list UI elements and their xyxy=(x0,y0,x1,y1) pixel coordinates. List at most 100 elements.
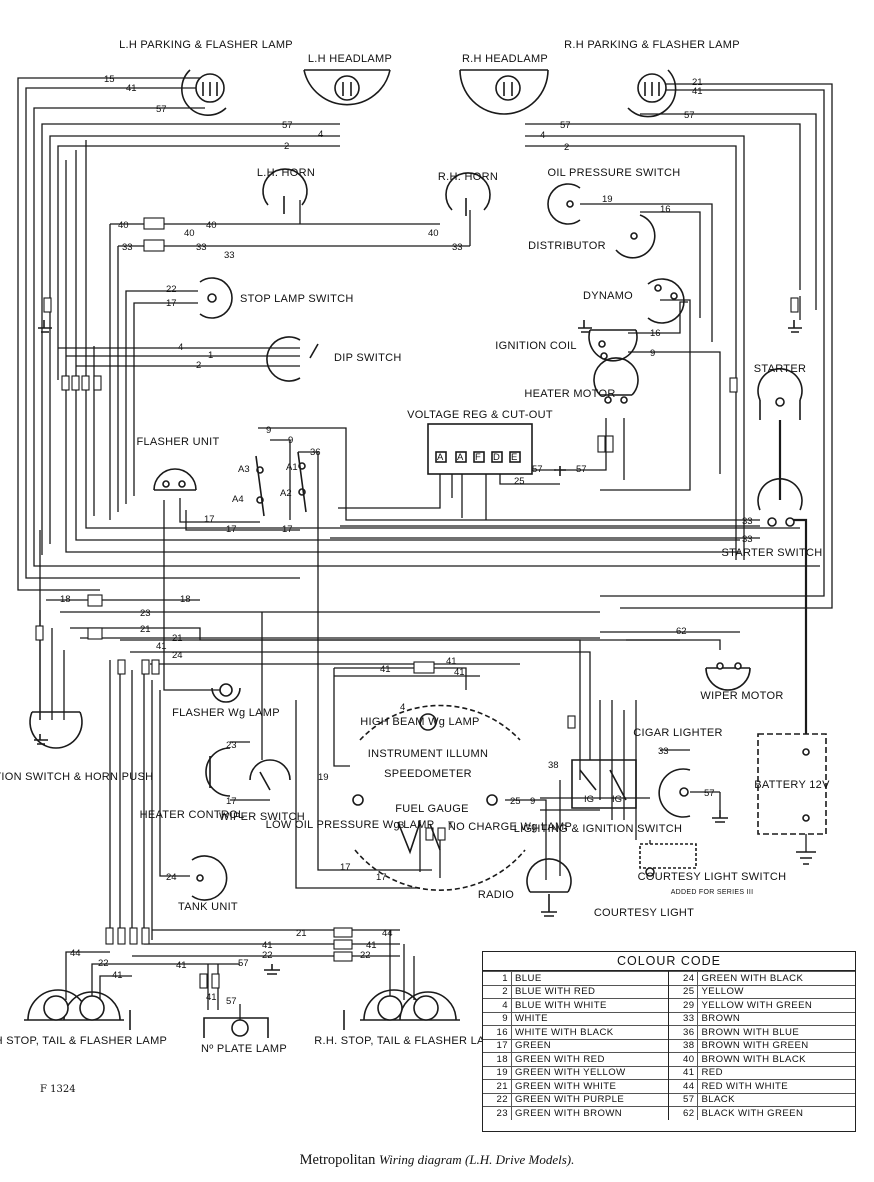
lh-parking-flasher-lamp xyxy=(181,69,227,116)
flasher-relay-terminals xyxy=(255,451,307,517)
svg-text:2: 2 xyxy=(564,142,569,153)
wiper-switch xyxy=(249,759,291,791)
terminal-a1: A1 xyxy=(286,462,298,473)
svg-text:41: 41 xyxy=(262,940,273,951)
battery-earth xyxy=(796,851,816,865)
svg-text:17: 17 xyxy=(226,796,237,807)
colour-code-name: BLUE WITH RED xyxy=(511,984,670,999)
svg-text:18: 18 xyxy=(60,594,71,605)
starter-switch xyxy=(757,478,803,527)
component-labels: L.H PARKING & FLASHER LAMP L.H HEADLAMP … xyxy=(0,39,830,1055)
dynamo xyxy=(647,278,685,324)
svg-text:4: 4 xyxy=(540,130,545,141)
svg-text:21: 21 xyxy=(172,633,183,644)
colour-code-name: BROWN WITH GREEN xyxy=(697,1038,855,1053)
svg-text:40: 40 xyxy=(184,228,195,239)
rh-horn xyxy=(445,172,491,216)
label-courtesy-switch: COURTESY LIGHT SWITCH xyxy=(638,871,787,883)
svg-text:4: 4 xyxy=(318,129,323,140)
svg-text:4: 4 xyxy=(400,702,405,713)
label-lh-stop-tail: L.H STOP, TAIL & FLASHER LAMP xyxy=(0,1035,167,1047)
instrument-panel xyxy=(352,704,526,891)
colour-code-number: 22 xyxy=(483,1092,512,1107)
radio xyxy=(526,858,572,917)
svg-text:33: 33 xyxy=(196,242,207,253)
svg-text:17: 17 xyxy=(204,514,215,525)
colour-code-title: COLOUR CODE xyxy=(483,952,855,971)
colour-code-name: GREEN WITH BLACK xyxy=(697,971,855,985)
terminal-a2: A2 xyxy=(280,488,292,499)
label-rh-parking: R.H PARKING & FLASHER LAMP xyxy=(564,39,740,51)
svg-text:16: 16 xyxy=(650,328,661,339)
svg-text:16: 16 xyxy=(660,204,671,215)
svg-text:57: 57 xyxy=(576,464,587,475)
svg-text:9: 9 xyxy=(266,425,271,436)
colour-code-name: GREEN WITH WHITE xyxy=(511,1079,670,1093)
colour-code-number: 29 xyxy=(668,998,699,1012)
label-ignition-coil: IGNITION COIL xyxy=(495,340,577,352)
svg-text:57: 57 xyxy=(238,958,249,969)
colour-code-name: GREEN WITH PURPLE xyxy=(511,1092,670,1107)
svg-text:41: 41 xyxy=(692,86,703,97)
svg-text:24: 24 xyxy=(172,650,183,661)
label-lighting-ignition: LIGHTING & IGNITION SWITCH xyxy=(514,823,683,835)
label-rh-stop-tail: R.H. STOP, TAIL & FLASHER LAMP xyxy=(314,1035,502,1047)
cigar-earth xyxy=(712,810,728,823)
svg-text:36: 36 xyxy=(310,447,321,458)
label-high-beam: HIGH BEAM Wg LAMP xyxy=(360,716,479,728)
terminal-ig2: IG xyxy=(612,794,622,805)
svg-text:40: 40 xyxy=(118,220,129,231)
lh-headlamp xyxy=(303,69,391,106)
svg-text:22: 22 xyxy=(98,958,109,969)
svg-text:41: 41 xyxy=(380,664,391,675)
svg-text:33: 33 xyxy=(742,534,753,545)
svg-text:38: 38 xyxy=(548,760,559,771)
terminal-reg-2: A xyxy=(457,452,464,463)
colour-code-number: 19 xyxy=(483,1065,512,1080)
label-lh-horn: L.H. HORN xyxy=(257,167,315,179)
label-wiper-motor: WIPER MOTOR xyxy=(700,690,783,702)
lh-horn xyxy=(262,168,308,214)
terminal-reg-1: A xyxy=(437,452,444,463)
colour-code-number: 25 xyxy=(668,984,699,999)
svg-text:22: 22 xyxy=(360,950,371,961)
distributor xyxy=(615,214,656,259)
svg-text:57: 57 xyxy=(684,110,695,121)
label-cigar-lighter: CIGAR LIGHTER xyxy=(633,727,722,739)
svg-text:41: 41 xyxy=(112,970,123,981)
svg-text:2: 2 xyxy=(196,360,201,371)
svg-text:17: 17 xyxy=(166,298,177,309)
figure-caption: Metropolitan Wiring diagram (L.H. Drive … xyxy=(0,1152,874,1169)
svg-text:1: 1 xyxy=(208,350,213,361)
flasher-warning-lamp xyxy=(211,683,241,703)
colour-code-number: 16 xyxy=(483,1025,512,1039)
wire-numbers: 15 41 57 57 4 2 21 41 57 57 4 2 40 40 40… xyxy=(60,74,753,1007)
svg-text:17: 17 xyxy=(340,862,351,873)
svg-text:17: 17 xyxy=(282,524,293,535)
svg-text:41: 41 xyxy=(156,641,167,652)
label-low-oil: LOW OIL PRESSURE Wg LAMP xyxy=(266,819,435,831)
terminal-ig: IG xyxy=(584,794,594,805)
colour-code-number: 18 xyxy=(483,1052,512,1066)
label-oil-pressure-switch: OIL PRESSURE SWITCH xyxy=(547,167,680,179)
label-tank-unit: TANK UNIT xyxy=(178,901,238,913)
svg-text:33: 33 xyxy=(658,746,669,757)
svg-text:25: 25 xyxy=(510,796,521,807)
label-flasher-wlamp: FLASHER Wg LAMP xyxy=(172,707,280,719)
colour-code-number: 62 xyxy=(668,1106,699,1120)
colour-code-number: 1 xyxy=(483,971,512,985)
svg-text:33: 33 xyxy=(122,242,133,253)
svg-text:33: 33 xyxy=(224,250,235,261)
svg-text:15: 15 xyxy=(104,74,115,85)
battery xyxy=(757,733,827,835)
colour-code-number: 23 xyxy=(483,1106,512,1120)
terminal-reg-5: E xyxy=(511,452,517,463)
colour-code-number: 2 xyxy=(483,984,512,999)
lighting-ignition-switch xyxy=(571,759,637,809)
svg-text:44: 44 xyxy=(70,948,81,959)
figure-reference: F 1324 xyxy=(40,1084,76,1095)
svg-text:40: 40 xyxy=(428,228,439,239)
colour-code-name: BLACK xyxy=(697,1092,855,1107)
